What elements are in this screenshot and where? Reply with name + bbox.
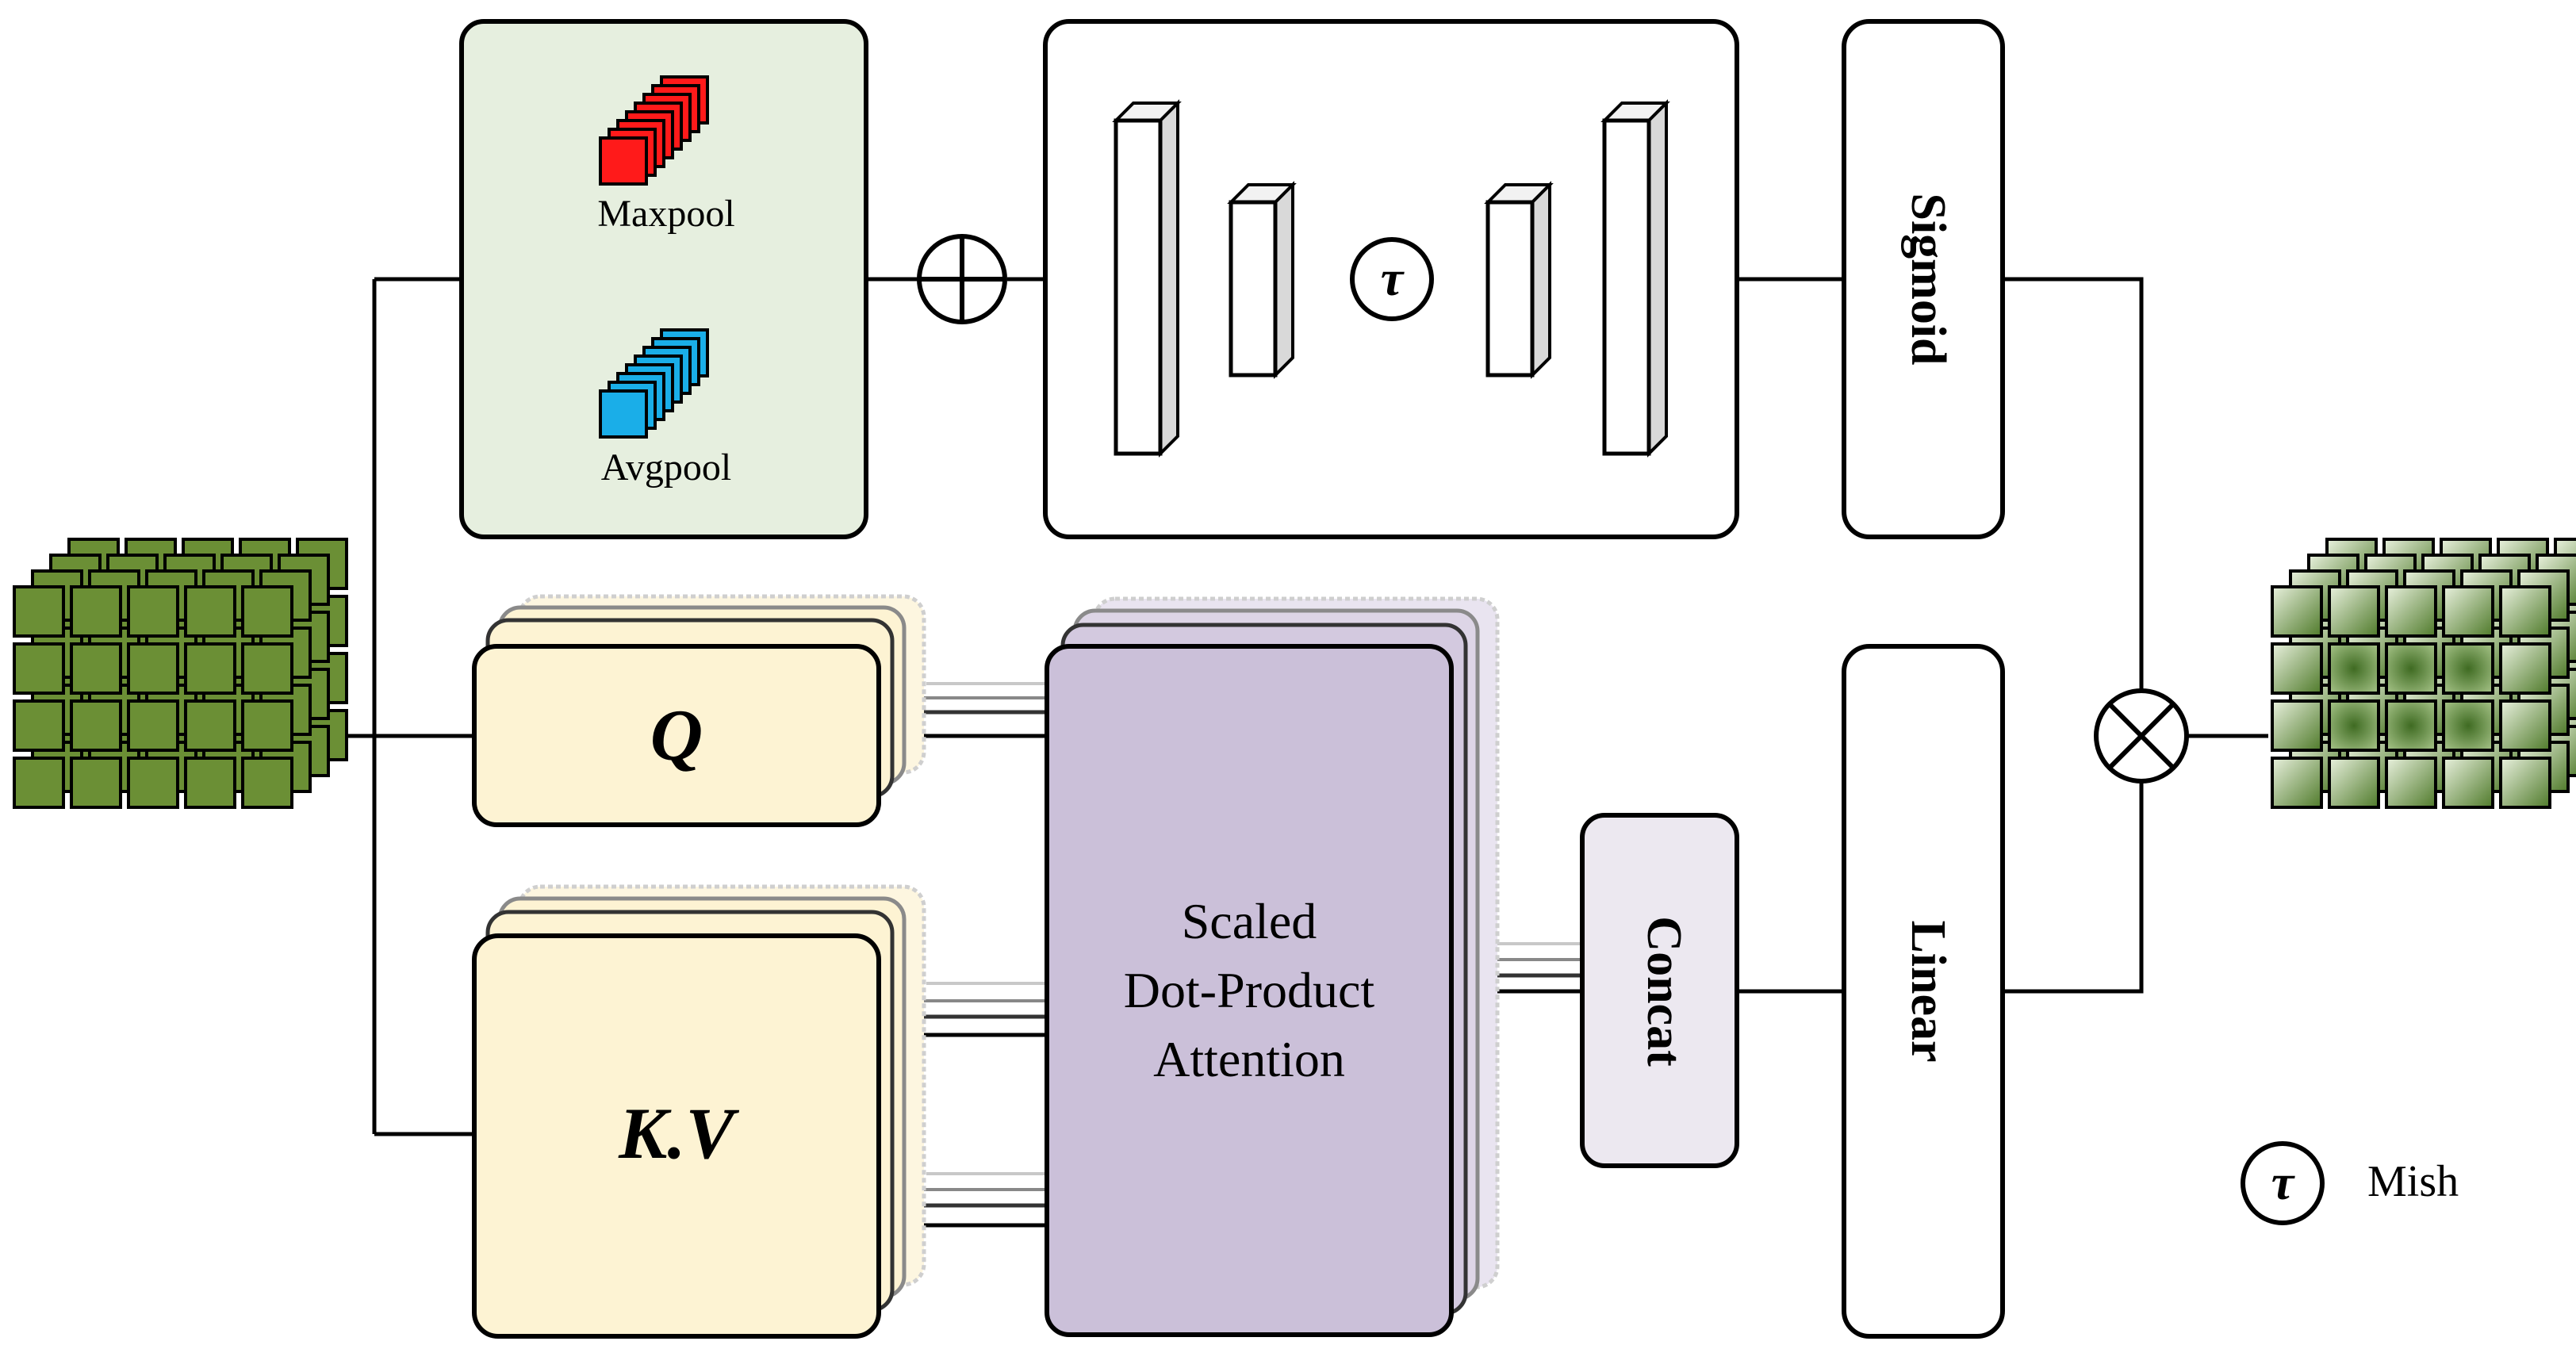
linear-block: Linear	[1842, 644, 2005, 1339]
query-block: Q	[472, 594, 926, 827]
key-value-panel	[472, 933, 881, 1339]
maxpool-icon	[599, 75, 709, 186]
cube-cell	[13, 642, 65, 695]
sigmoid-panel	[1842, 19, 2005, 539]
output-feature-cube	[2271, 538, 2576, 809]
mlp-block: τ	[1043, 19, 1739, 539]
mlp-layer-4	[1600, 99, 1670, 458]
attention-block: Scaled Dot-Product Attention	[1045, 596, 1500, 1337]
cube-cell	[2328, 585, 2380, 638]
attention-label-line3: Attention	[1153, 1031, 1345, 1087]
sigmoid-block: Sigmoid	[1842, 19, 2005, 539]
cube-cell	[13, 757, 65, 809]
legend-mish-icon	[2241, 1141, 2325, 1225]
legend: τ Mish	[2241, 1141, 2459, 1225]
cube-cell	[2271, 757, 2323, 809]
key-value-label: K.V	[618, 1093, 739, 1174]
query-label: Q	[650, 695, 703, 776]
cube-cell	[2271, 699, 2323, 752]
input-feature-cube	[13, 538, 348, 809]
cube-cell	[184, 585, 236, 638]
cube-cell	[70, 699, 122, 752]
cube-cell	[70, 642, 122, 695]
cube-cell	[127, 699, 179, 752]
cube-cell	[2328, 699, 2380, 752]
pooling-panel	[459, 19, 868, 539]
mlp-layer-2	[1227, 181, 1297, 379]
cube-cell	[184, 757, 236, 809]
query-panel	[472, 644, 881, 827]
cube-cell	[13, 699, 65, 752]
attention-panel	[1045, 644, 1454, 1337]
pool-layer	[599, 389, 648, 439]
cube-cell	[127, 757, 179, 809]
avgpool-icon	[599, 328, 709, 439]
cube-cell	[70, 757, 122, 809]
linear-to-multiply-line	[2003, 781, 2144, 994]
cube-cell	[2499, 642, 2551, 695]
cube-cell	[127, 642, 179, 695]
cube-cell	[241, 642, 293, 695]
cube-cell	[70, 585, 122, 638]
pooling-block: Maxpool Avgpool	[459, 19, 868, 539]
cube-cell	[2385, 699, 2437, 752]
mlp-layer-1	[1112, 99, 1182, 458]
cube-cell	[2385, 757, 2437, 809]
connectors	[308, 277, 2268, 1136]
attention-label-line2: Dot-Product	[1124, 962, 1375, 1018]
cube-cell	[2271, 585, 2323, 638]
cube-cell	[2442, 757, 2494, 809]
cube-cell	[2442, 699, 2494, 752]
mish-activation-symbol: τ	[1381, 250, 1405, 306]
linear-panel	[1842, 644, 2005, 1339]
cube-cell	[2328, 757, 2380, 809]
mlp-layer-3	[1484, 181, 1554, 379]
cube-cell	[2328, 642, 2380, 695]
cube-cell	[2499, 757, 2551, 809]
cube-cell	[241, 585, 293, 638]
cube-cell	[2442, 585, 2494, 638]
key-value-block: K.V	[472, 884, 926, 1339]
mish-activation-icon	[1350, 237, 1434, 321]
cube-cell	[13, 585, 65, 638]
attention-label-line1: Scaled	[1182, 893, 1317, 949]
concat-label: Concat	[1637, 916, 1691, 1067]
avgpool-label: Avgpool	[601, 446, 731, 489]
cube-cell	[184, 699, 236, 752]
legend-label: Mish	[2367, 1157, 2459, 1206]
cube-cell	[184, 642, 236, 695]
cube-cell	[2499, 585, 2551, 638]
pool-layer	[599, 136, 648, 186]
sigmoid-to-multiply-line	[2003, 277, 2144, 690]
add-operator	[917, 234, 1007, 324]
maxpool-label: Maxpool	[597, 193, 734, 235]
cube-cell	[2499, 699, 2551, 752]
cube-cell	[2271, 642, 2323, 695]
cube-cell	[241, 757, 293, 809]
cube-cell	[127, 585, 179, 638]
sigmoid-label: Sigmoid	[1901, 193, 1955, 365]
concat-block: Concat	[1580, 813, 1739, 1168]
concat-panel	[1580, 813, 1739, 1168]
cube-cell	[2385, 585, 2437, 638]
cube-cell	[2385, 642, 2437, 695]
legend-symbol: τ	[2271, 1154, 2296, 1210]
multiply-operator	[2094, 688, 2189, 784]
cube-cell	[2442, 642, 2494, 695]
linear-label: Linear	[1901, 920, 1955, 1062]
cube-cell	[241, 699, 293, 752]
